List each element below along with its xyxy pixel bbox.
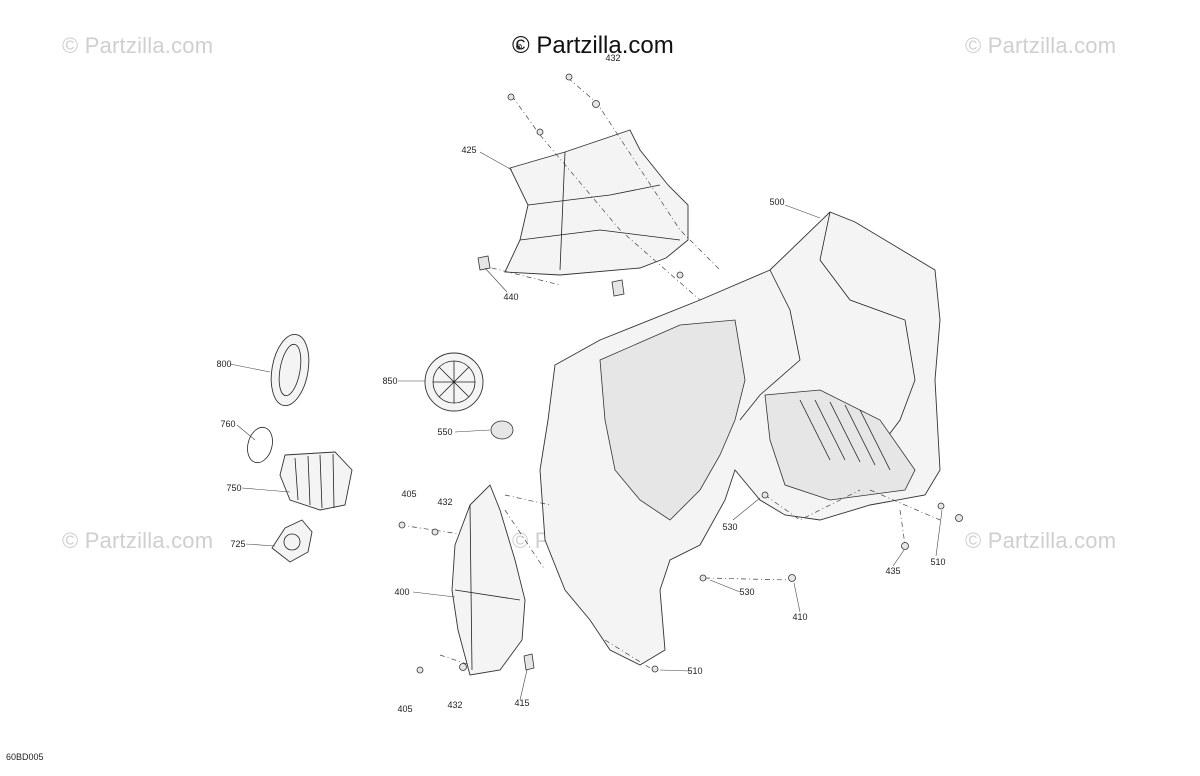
- callout-550: 550: [437, 427, 453, 437]
- side-panel-400: [451, 484, 526, 676]
- callout-530-a: 530: [722, 522, 738, 532]
- callout-432-bottom: 432: [447, 700, 463, 710]
- callout-500: 500: [769, 197, 785, 207]
- watermark-bottom-right: © Partzilla.com: [965, 528, 1117, 553]
- watermark-top-right: © Partzilla.com: [965, 33, 1117, 58]
- callout-425: 425: [461, 145, 477, 155]
- watermark-main: © Partzilla.com: [512, 32, 674, 59]
- callout-440: 440: [503, 292, 519, 302]
- plug-550: [490, 420, 514, 440]
- diagram-code: 60BD005: [6, 752, 44, 762]
- boot-750: [279, 451, 353, 511]
- callout-750: 750: [226, 483, 242, 493]
- watermark-bottom-left: © Partzilla.com: [62, 528, 214, 553]
- callout-top-icon: ⊗: [515, 41, 523, 52]
- callout-400: 400: [394, 587, 410, 597]
- callout-432-top: 432: [605, 53, 621, 63]
- callout-850: 850: [382, 376, 398, 386]
- callout-725: 725: [230, 539, 246, 549]
- callout-435: 435: [885, 566, 901, 576]
- fitting-725: [271, 519, 313, 563]
- callout-530-b: 530: [739, 587, 755, 597]
- main-housing-inner: [599, 319, 746, 521]
- callout-432-mid: 432: [437, 497, 453, 507]
- clamp-760: [247, 426, 273, 464]
- main-housing-500: [539, 211, 941, 666]
- callout-510-a: 510: [687, 666, 703, 676]
- grommet-800: [270, 333, 310, 407]
- watermark-top-left: © Partzilla.com: [62, 33, 214, 58]
- callout-405-top: 405: [401, 489, 417, 499]
- callout-405-bottom: 405: [397, 704, 413, 714]
- callout-800: 800: [216, 359, 232, 369]
- callout-760: 760: [220, 419, 236, 429]
- callout-410: 410: [792, 612, 808, 622]
- callout-415: 415: [514, 698, 530, 708]
- callout-510-b: 510: [930, 557, 946, 567]
